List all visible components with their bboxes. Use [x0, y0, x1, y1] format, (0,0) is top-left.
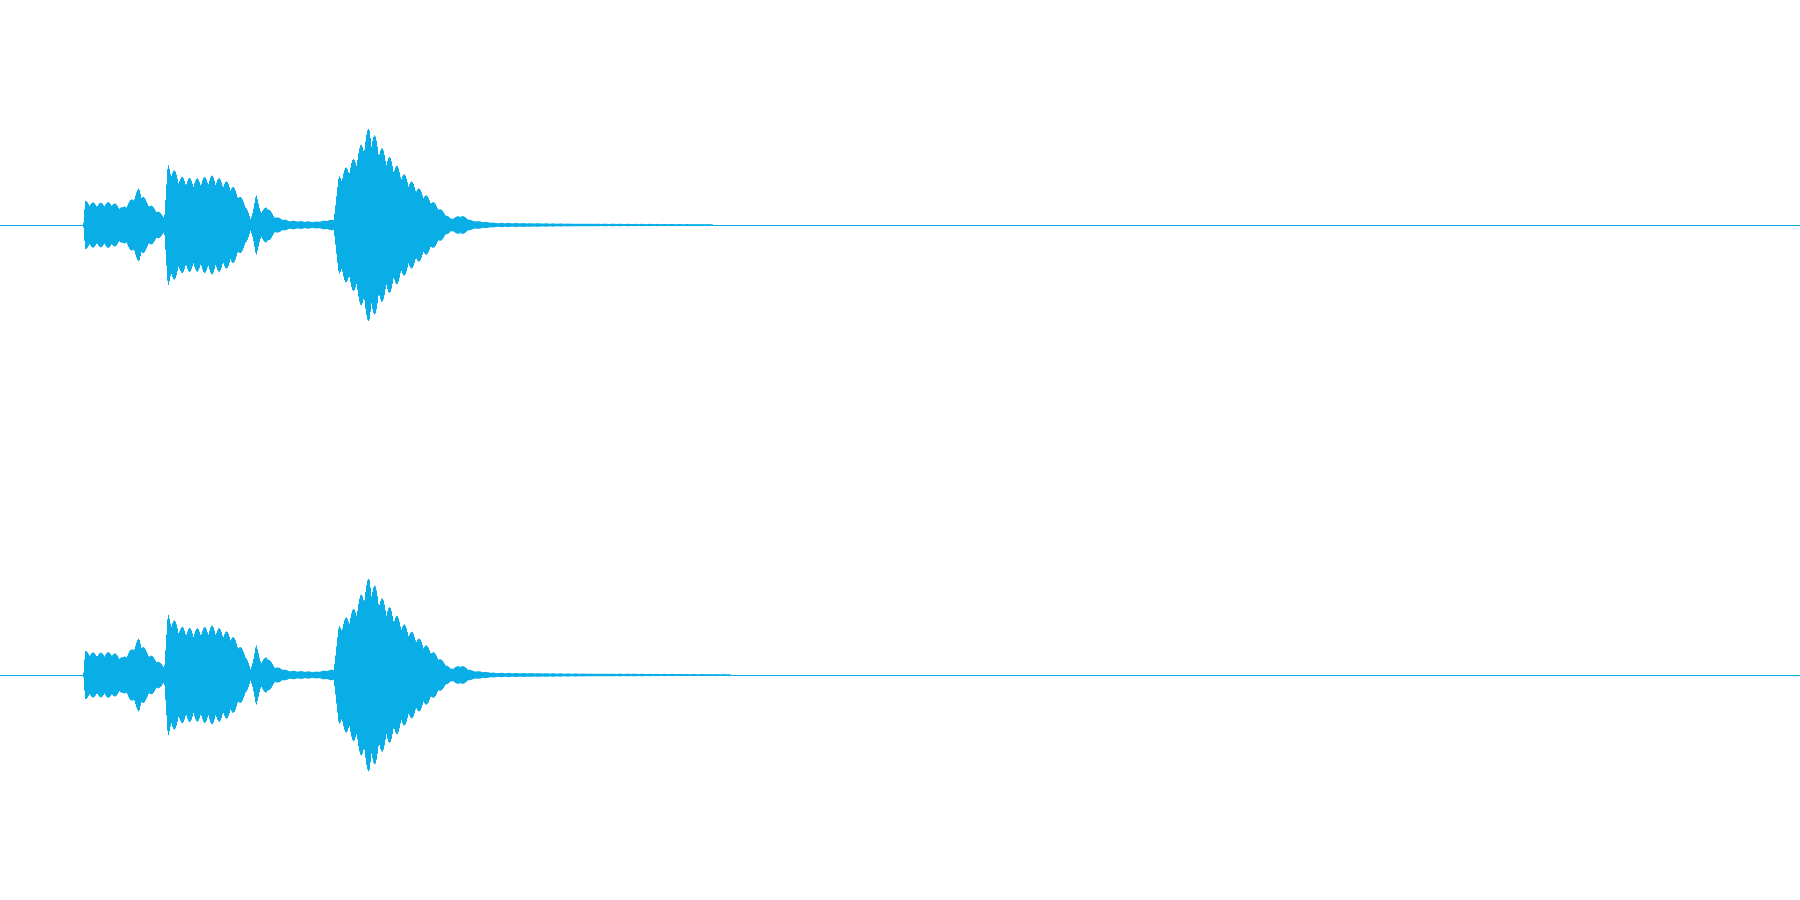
channel-1-svg: [0, 129, 1800, 321]
channel-1-waveform[interactable]: [0, 0, 1800, 450]
channel-2-svg: [0, 578, 1800, 772]
waveform-trace: [83, 578, 731, 772]
channel-2-waveform[interactable]: [0, 450, 1800, 900]
waveform-trace: [83, 129, 713, 321]
